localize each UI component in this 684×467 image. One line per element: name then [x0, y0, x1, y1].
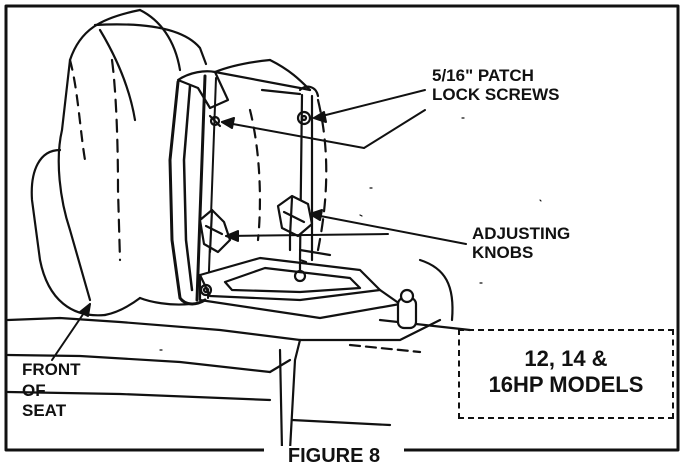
lock-screw-left	[208, 114, 222, 128]
seat-pan	[198, 248, 402, 320]
hardware-bolt-center	[293, 260, 307, 283]
models-label: 12, 14 & 16HP MODELS	[488, 346, 644, 397]
seat-mount-bracket	[248, 58, 328, 264]
seat-panel-frame	[168, 58, 312, 306]
models-callout-box: 12, 14 & 16HP MODELS	[458, 329, 674, 419]
leader-lines	[51, 89, 467, 361]
seat-base	[6, 258, 472, 452]
adjusting-knob-left	[198, 208, 232, 254]
adjusting-knob-right	[276, 194, 314, 252]
figure-caption: FIGURE 8	[264, 446, 404, 466]
patch-lock-screws-label: 5/16" PATCH LOCK SCREWS	[432, 66, 560, 105]
print-specks	[159, 117, 542, 351]
adjusting-knobs-label: ADJUSTING KNOBS	[472, 224, 571, 263]
hardware-bolt-left	[199, 283, 213, 297]
front-of-seat-label: FRONT OF SEAT	[22, 360, 81, 421]
lock-screw-right	[296, 110, 312, 126]
seat-back-cushion	[30, 8, 208, 317]
hardware-bolt-right	[396, 288, 418, 330]
